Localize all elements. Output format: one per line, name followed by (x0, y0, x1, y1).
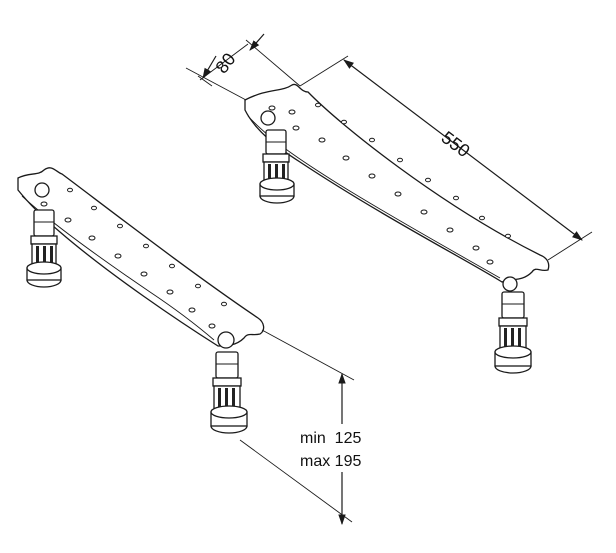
dimension-height: min 125 max 195 (239, 329, 386, 526)
front-mounting-rail (17, 167, 265, 349)
rear-left-adjustable-foot (259, 129, 295, 204)
dimension-height-min-label: min 125 (300, 430, 361, 447)
front-right-adjustable-foot (210, 351, 248, 434)
front-left-adjustable-foot (26, 209, 62, 288)
rear-right-adjustable-foot (494, 291, 532, 374)
front-rail-holes (40, 187, 227, 329)
dimension-length-label: 550 (438, 127, 474, 161)
dimension-height-max-label: max 195 (300, 453, 361, 470)
